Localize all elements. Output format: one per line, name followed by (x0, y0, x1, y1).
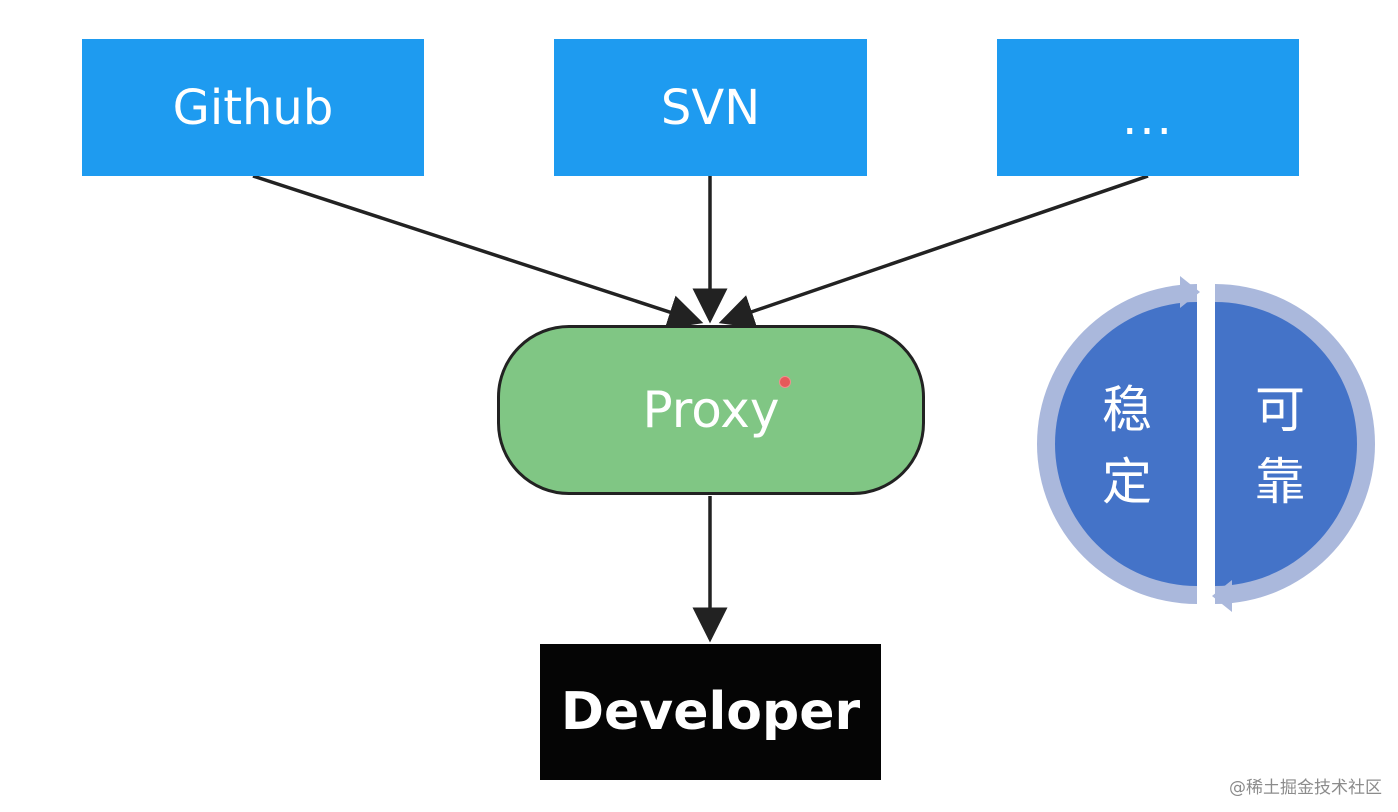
proxy-node: Proxy (497, 325, 925, 495)
cycle-right-half (1215, 302, 1357, 586)
proxy-label: Proxy (642, 381, 780, 439)
watermark-text: @稀土掘金技术社区 (1229, 778, 1382, 798)
stable-reliable-cycle-graphic (1037, 276, 1375, 612)
source-svn-label: SVN (660, 79, 761, 136)
arrow-more-to-proxy (718, 174, 1149, 329)
source-more-box: ... (997, 39, 1299, 176)
source-svn-box: SVN (554, 39, 867, 176)
source-github-label: Github (172, 79, 334, 136)
cycle-arrow-top-icon (1180, 276, 1200, 308)
cycle-left-char-1: 稳 (1102, 381, 1152, 439)
cycle-arrow-bottom-icon (1212, 580, 1232, 612)
cycle-left-char-2: 定 (1102, 453, 1152, 511)
arrow-github-to-proxy (252, 174, 704, 329)
source-github-box: Github (82, 39, 424, 176)
cursor-dot-marker (779, 376, 791, 388)
developer-node: Developer (540, 644, 881, 780)
cycle-right-char-1: 可 (1255, 381, 1305, 439)
source-more-label: ... (1122, 89, 1174, 146)
developer-label: Developer (560, 682, 861, 742)
cycle-left-half (1055, 302, 1197, 586)
cycle-right-char-2: 靠 (1255, 453, 1305, 511)
